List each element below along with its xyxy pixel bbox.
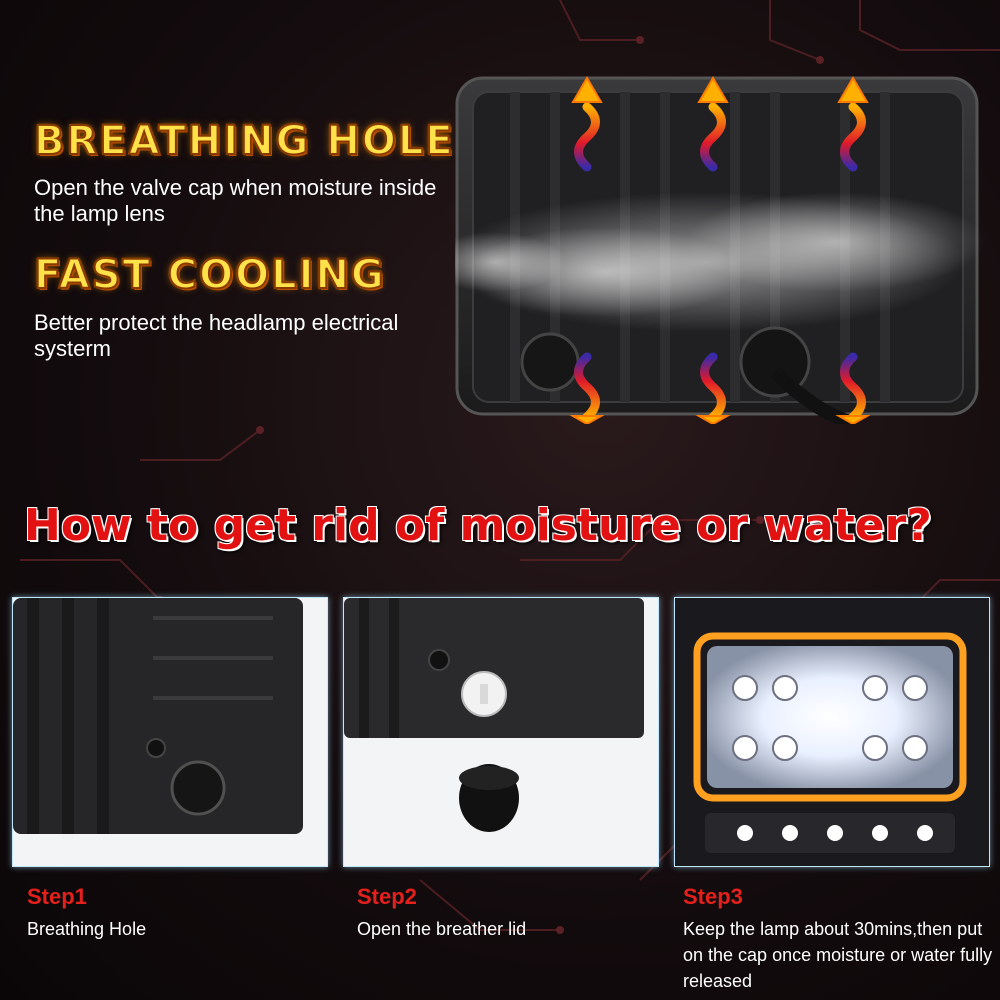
step2-image [343,597,659,867]
step3-text: Keep the lamp about 30mins,then put on t… [683,919,993,991]
step1-image [12,597,328,867]
step2-label: Step2 [357,884,417,909]
lamp-back-image [455,76,985,424]
heat-down-arrow-icon [574,352,866,422]
breathing-hole-description: Open the valve cap when moisture inside … [34,175,437,226]
moisture-question-heading: How to get rid of moisture or water? [24,500,932,551]
step2-text: Open the breather lid [357,919,527,939]
fast-cooling-title: FAST COOLING [33,251,386,299]
breathing-hole-title: BREATHING HOLE [33,117,455,165]
step1-text: Breathing Hole [27,919,147,939]
step3-label: Step3 [683,884,743,909]
step3-image [674,597,990,867]
heat-up-arrow-icon [574,102,866,172]
step1-label: Step1 [27,884,87,909]
fast-cooling-description: Better protect the headlamp electrical s… [34,310,399,361]
